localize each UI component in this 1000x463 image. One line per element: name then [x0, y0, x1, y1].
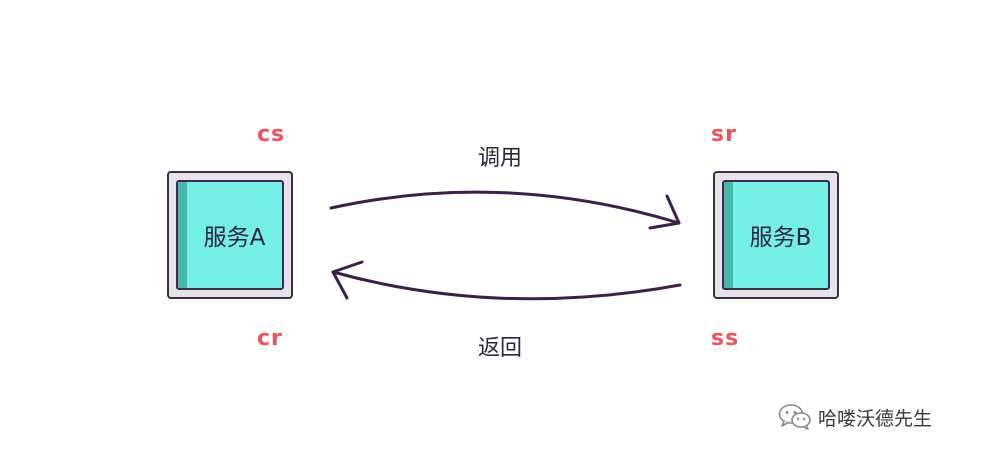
service-a-screen-edge	[178, 182, 187, 288]
call-arrowhead	[648, 194, 681, 230]
return-arrow-line	[331, 270, 682, 301]
service-a-label: 服务A	[203, 225, 266, 251]
tag-server-receive: sr	[711, 122, 737, 147]
return-label: 返回	[478, 336, 523, 361]
service-a-box: 服务A	[167, 171, 293, 299]
tag-client-send: cs	[257, 122, 286, 147]
service-b-label: 服务B	[749, 225, 812, 251]
return-arrowhead	[331, 260, 364, 300]
watermark: 哈喽沃德先生	[778, 403, 932, 431]
tag-client-receive: cr	[257, 326, 283, 351]
call-label: 调用	[478, 146, 523, 171]
service-b-screen: 服务B	[722, 180, 830, 290]
service-a-screen: 服务A	[176, 180, 284, 290]
service-b-box: 服务B	[713, 171, 839, 299]
tag-server-send: ss	[711, 326, 740, 351]
call-arrow-line	[329, 190, 681, 225]
wechat-icon	[778, 404, 811, 430]
watermark-text: 哈喽沃德先生	[818, 407, 933, 430]
service-b-screen-edge	[724, 182, 733, 288]
